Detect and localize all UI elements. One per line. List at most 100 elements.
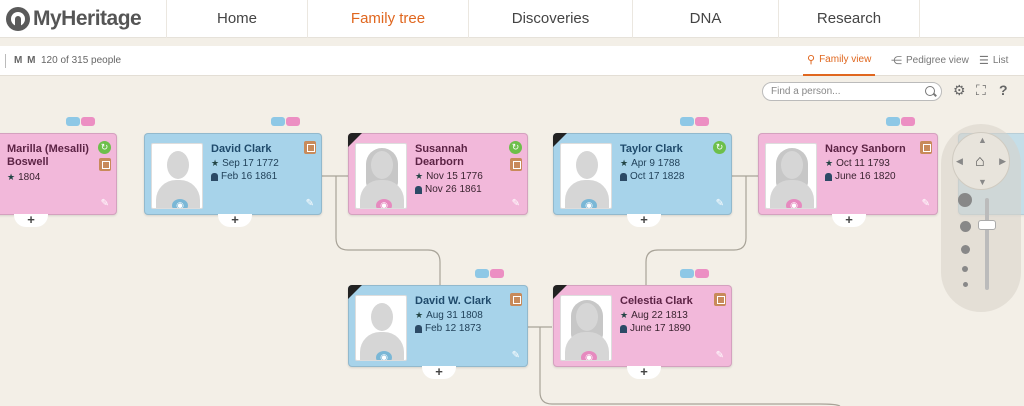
- profile-photo[interactable]: ◉: [151, 143, 203, 209]
- person-card-marilla[interactable]: Marilla (Mesalli)Boswell ★1804 ↻ ✎: [0, 133, 117, 215]
- edit-pencil-icon[interactable]: ✎: [715, 350, 724, 361]
- birth-date: ★1804: [7, 172, 41, 183]
- zoom-level-dot[interactable]: [961, 245, 970, 254]
- nav-tab-discoveries[interactable]: Discoveries: [468, 0, 632, 38]
- zoom-level-dot[interactable]: [963, 282, 968, 287]
- add-relative-button[interactable]: +: [14, 213, 48, 227]
- tab-list[interactable]: ☰ List: [979, 46, 1008, 76]
- spouse-tag[interactable]: [66, 117, 95, 126]
- record-icon[interactable]: [510, 293, 522, 306]
- death-date: Feb 12 1873: [415, 323, 481, 334]
- add-relative-button[interactable]: +: [218, 213, 252, 227]
- tab-label: Pedigree view: [906, 55, 969, 66]
- profile-photo[interactable]: ◉: [765, 143, 817, 209]
- camera-icon: ◉: [581, 199, 597, 208]
- tree-subbar: M M 120 of 315 people ⚲ Family view ⋲ Pe…: [0, 46, 1024, 76]
- birth-star-icon: ★: [620, 310, 629, 320]
- smart-match-icon[interactable]: ↻: [98, 141, 111, 154]
- search-input[interactable]: [771, 85, 921, 98]
- record-icon[interactable]: [304, 141, 316, 154]
- birth-date: ★Aug 22 1813: [620, 310, 688, 321]
- nav-tab-dna[interactable]: DNA: [632, 0, 778, 38]
- home-icon[interactable]: ⌂: [975, 153, 985, 170]
- person-name: Nancy Sanborn: [825, 143, 906, 155]
- add-relative-button[interactable]: +: [832, 213, 866, 227]
- person-name: Marilla (Mesalli)Boswell: [7, 143, 89, 168]
- person-card-celestia-clark[interactable]: ◉ Celestia Clark ★Aug 22 1813 June 17 18…: [553, 285, 732, 367]
- tab-family-view[interactable]: ⚲ Family view: [803, 46, 876, 76]
- gear-icon[interactable]: ⚙: [953, 82, 966, 98]
- top-navigation: MyHeritage Home Family tree Discoveries …: [0, 0, 1024, 38]
- fullscreen-icon[interactable]: ⛶: [976, 82, 986, 98]
- birth-star-icon: ★: [415, 171, 424, 181]
- birth-date: ★Nov 15 1776: [415, 171, 483, 182]
- person-name: Celestia Clark: [620, 295, 693, 307]
- death-date: June 16 1820: [825, 171, 896, 182]
- person-card-nancy-sanborn[interactable]: ◉ Nancy Sanborn ★Oct 11 1793 June 16 182…: [758, 133, 938, 215]
- deceased-ribbon: [348, 285, 362, 299]
- edit-pencil-icon[interactable]: ✎: [100, 198, 109, 209]
- help-icon[interactable]: ?: [999, 82, 1008, 98]
- birth-star-icon: ★: [7, 172, 16, 182]
- deceased-ribbon: [348, 133, 362, 147]
- record-icon[interactable]: [99, 158, 111, 171]
- pan-control[interactable]: ▲ ▼ ◀ ▶ ⌂: [952, 132, 1010, 190]
- spouse-tag[interactable]: [886, 117, 915, 126]
- spouse-tag[interactable]: [271, 117, 300, 126]
- find-person-search[interactable]: [762, 82, 942, 101]
- birth-date: ★Aug 31 1808: [415, 310, 483, 321]
- list-icon: ☰: [979, 55, 989, 67]
- people-count: 120 of 315 people: [41, 55, 122, 66]
- pan-up-icon[interactable]: ▲: [978, 135, 987, 145]
- profile-photo[interactable]: ◉: [560, 295, 612, 361]
- zoom-level-dot[interactable]: [958, 193, 972, 207]
- camera-icon: ◉: [172, 199, 188, 208]
- tombstone-icon: [620, 324, 627, 333]
- tab-pedigree-view[interactable]: ⋲ Pedigree view: [891, 46, 969, 76]
- add-relative-button[interactable]: +: [422, 365, 456, 379]
- pan-left-icon[interactable]: ◀: [956, 156, 963, 166]
- person-name: Taylor Clark: [620, 143, 683, 155]
- search-icon[interactable]: [925, 86, 935, 96]
- edit-pencil-icon[interactable]: ✎: [305, 198, 314, 209]
- nav-tab-research[interactable]: Research: [778, 0, 920, 38]
- pan-right-icon[interactable]: ▶: [999, 156, 1006, 166]
- divider: [5, 54, 6, 68]
- zoom-slider-handle[interactable]: [978, 220, 996, 230]
- edit-pencil-icon[interactable]: ✎: [715, 198, 724, 209]
- profile-photo[interactable]: ◉: [560, 143, 612, 209]
- camera-icon: ◉: [376, 199, 392, 208]
- edit-pencil-icon[interactable]: ✎: [921, 198, 930, 209]
- nav-tab-home[interactable]: Home: [166, 0, 307, 38]
- profile-photo[interactable]: ◉: [355, 295, 407, 361]
- spouse-tag[interactable]: [475, 269, 504, 278]
- smart-match-icon[interactable]: ↻: [509, 141, 522, 154]
- person-card-david-w-clark[interactable]: ◉ David W. Clark ★Aug 31 1808 Feb 12 187…: [348, 285, 528, 367]
- zoom-slider-track[interactable]: [985, 198, 989, 290]
- death-date: Nov 26 1861: [415, 184, 482, 195]
- zoom-level-dot[interactable]: [960, 221, 971, 232]
- zoom-level-dot[interactable]: [962, 266, 968, 272]
- profile-photo[interactable]: ◉: [355, 143, 407, 209]
- person-card-david-clark[interactable]: ◉ David Clark ★Sep 17 1772 Feb 16 1861 ✎: [144, 133, 322, 215]
- record-icon[interactable]: [510, 158, 522, 171]
- nav-tab-family-tree[interactable]: Family tree: [307, 0, 468, 38]
- add-relative-button[interactable]: +: [627, 213, 661, 227]
- record-icon[interactable]: [714, 293, 726, 306]
- spouse-tag[interactable]: [680, 269, 709, 278]
- person-card-taylor-clark[interactable]: ◉ Taylor Clark ★Apr 9 1788 Oct 17 1828 ↻…: [553, 133, 732, 215]
- myheritage-logo[interactable]: MyHeritage: [6, 6, 142, 32]
- record-icon[interactable]: [920, 141, 932, 154]
- edit-pencil-icon[interactable]: ✎: [511, 198, 520, 209]
- smart-match-icon[interactable]: ↻: [713, 141, 726, 154]
- birth-date: ★Oct 11 1793: [825, 158, 890, 169]
- edit-pencil-icon[interactable]: ✎: [511, 350, 520, 361]
- birth-star-icon: ★: [825, 158, 834, 168]
- spouse-tag[interactable]: [680, 117, 709, 126]
- pan-down-icon[interactable]: ▼: [978, 177, 987, 187]
- tree-owner-initials[interactable]: M M: [14, 55, 37, 66]
- add-relative-button[interactable]: +: [627, 365, 661, 379]
